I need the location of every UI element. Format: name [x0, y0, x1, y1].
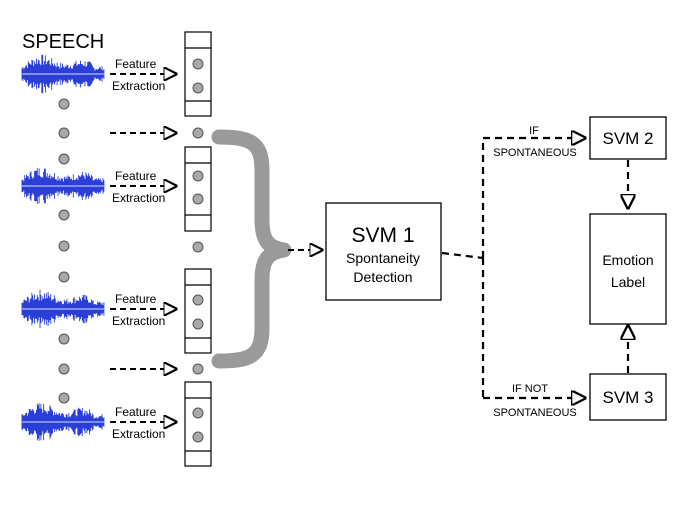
branch-bottom-label-1: IF NOT	[512, 383, 548, 395]
svg-text:Feature: Feature	[115, 405, 157, 419]
speech-title: SPEECH	[22, 31, 104, 53]
feature-extraction-label-2: Feature Extraction	[112, 169, 165, 205]
svg-text:Extraction: Extraction	[112, 314, 165, 328]
emotion-label-line-2: Label	[611, 274, 645, 290]
svg-text:Feature: Feature	[115, 169, 157, 183]
svm1-subtitle-2: Detection	[353, 269, 412, 285]
waveform-ellipsis-dots	[58, 98, 70, 404]
vector-ellipsis-dot	[192, 127, 204, 139]
branch-bottom-label-2: SPONTANEOUS	[493, 407, 577, 419]
svm1-output-line	[441, 251, 484, 260]
svg-text:Feature: Feature	[115, 57, 157, 71]
emotion-label-box: Emotion Label	[589, 213, 667, 325]
branch-top-label-2: SPONTANEOUS	[493, 147, 577, 159]
feature-vector-2	[184, 146, 212, 232]
emotion-label-line-1: Emotion	[602, 252, 653, 268]
speech-waveforms	[21, 54, 105, 441]
speech-waveform-3	[21, 289, 105, 329]
feature-extraction-label-1: Feature Extraction	[112, 57, 165, 93]
speech-waveform-4	[21, 403, 105, 441]
svg-text:Extraction: Extraction	[112, 191, 165, 205]
vector-ellipsis-dot	[192, 363, 204, 375]
svm3-box: SVM 3	[589, 373, 667, 421]
svm3-title: SVM 3	[602, 388, 653, 407]
branch-top-label-1: IF	[529, 125, 539, 137]
svg-text:Feature: Feature	[115, 292, 157, 306]
svm1-box: SVM 1 Spontaneity Detection	[325, 202, 442, 301]
svg-text:Extraction: Extraction	[112, 79, 165, 93]
feature-extraction-label-3: Feature Extraction	[112, 292, 165, 328]
vector-ellipsis-dot	[192, 241, 204, 253]
svm1-subtitle-1: Spontaneity	[346, 250, 420, 266]
svg-text:Extraction: Extraction	[112, 427, 165, 441]
speech-waveform-2	[21, 168, 105, 204]
svm2-box: SVM 2	[589, 116, 667, 160]
svm2-title: SVM 2	[602, 129, 653, 148]
feature-extraction-label-4: Feature Extraction	[112, 405, 165, 441]
feature-vector-1	[184, 31, 212, 117]
feature-vector-4	[184, 381, 212, 467]
grouping-brace	[211, 129, 292, 369]
speech-waveform-1	[21, 54, 105, 94]
svm1-title: SVM 1	[351, 224, 414, 247]
feature-vector-3	[184, 268, 212, 354]
